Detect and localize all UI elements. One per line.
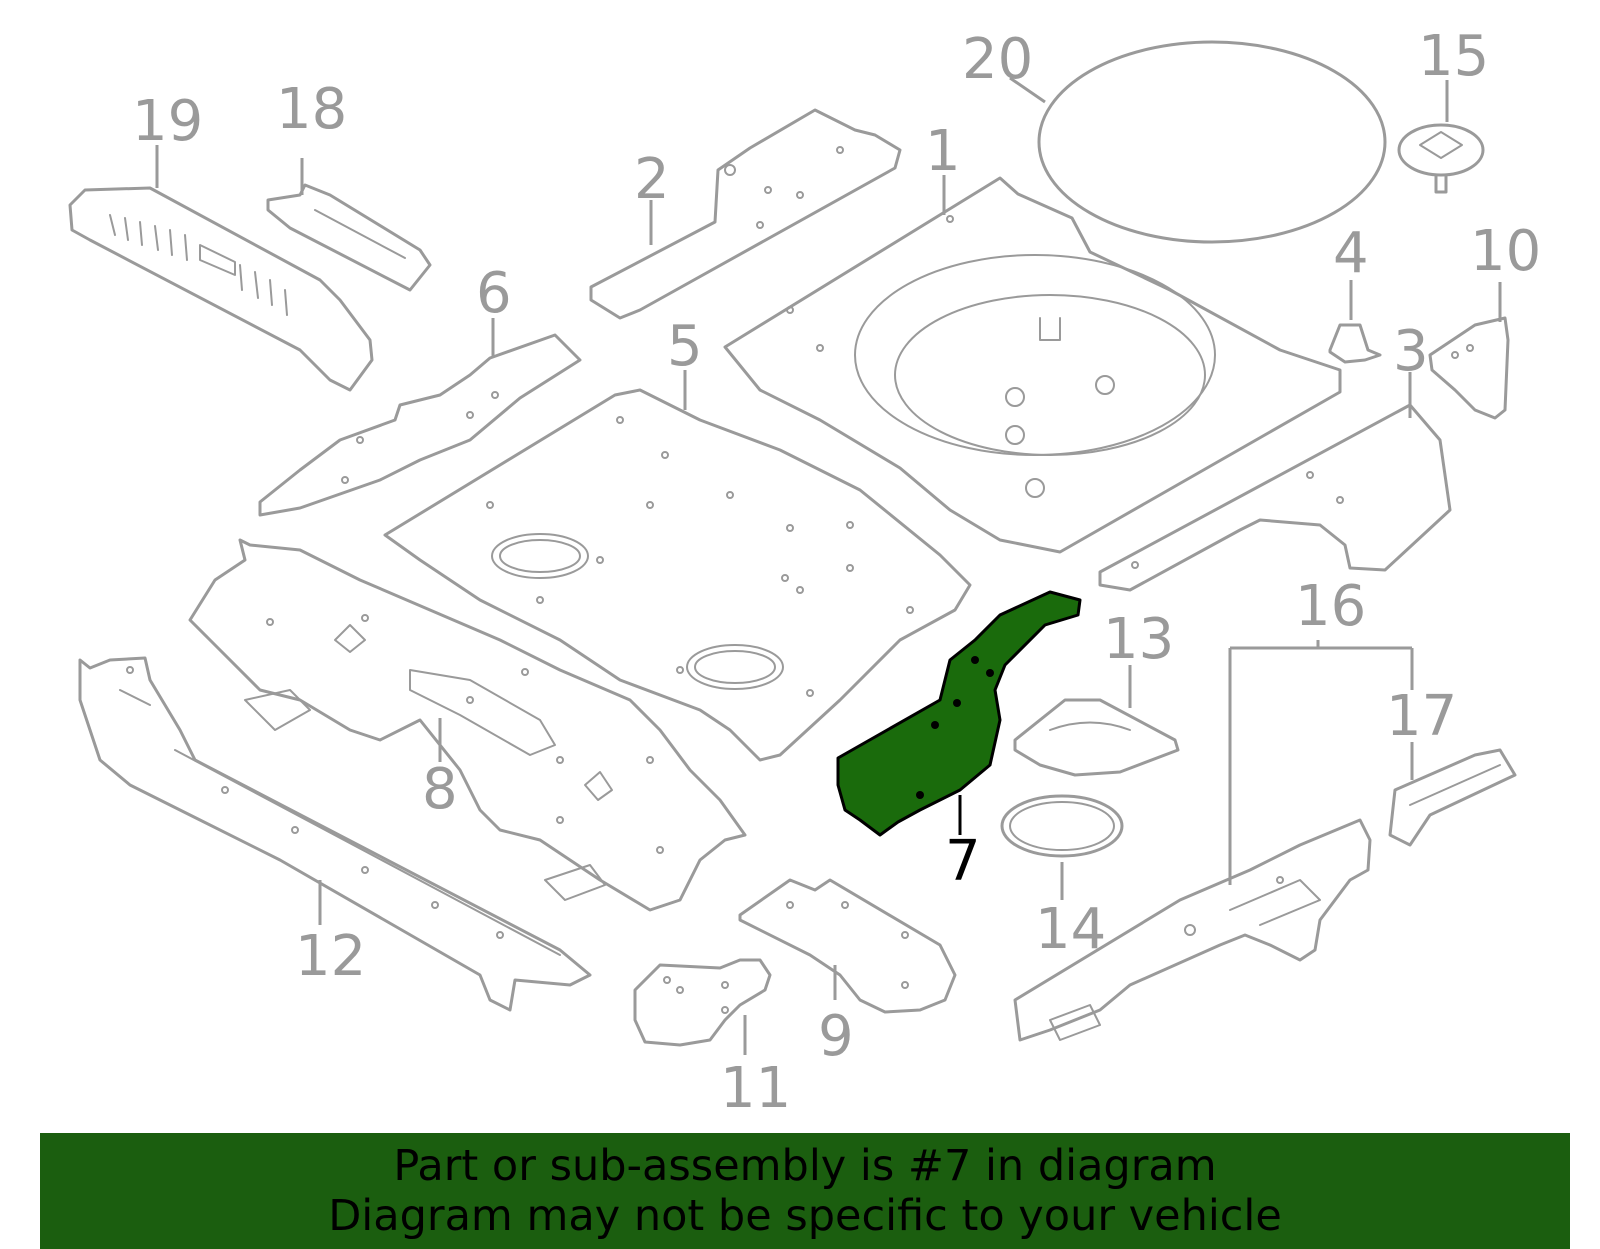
part-14-seal-ring [1000,794,1124,858]
callout-12: 12 [295,924,366,989]
part-4-clip [1328,323,1382,364]
callout-3: 3 [1393,319,1429,384]
callout-20: 20 [962,27,1033,92]
part-2-rail [589,108,902,320]
part-8-crossmember-panel [188,538,747,912]
callout-5: 5 [667,314,703,379]
banner-line-2: Diagram may not be specific to your vehi… [328,1191,1282,1241]
part-13-cover-plate [1013,698,1180,777]
info-banner: Part or sub-assembly is #7 in diagram Di… [40,1133,1570,1249]
part-17-small-rail [1388,748,1517,847]
part-18-rail [266,183,432,292]
callout-10: 10 [1470,219,1541,284]
callout-19: 19 [132,89,203,154]
callout-labels: 1 2 3 4 5 6 7 8 9 10 11 12 13 14 15 16 1… [132,24,1541,1121]
callout-2: 2 [634,147,670,212]
callout-13: 13 [1103,607,1174,672]
callout-16: 16 [1295,574,1366,639]
callout-8: 8 [422,757,458,822]
part-20-spare-tire-cover [1037,40,1387,244]
callout-17: 17 [1386,684,1457,749]
part-15-fastener [1397,123,1485,194]
banner-line-1: Part or sub-assembly is #7 in diagram [393,1141,1217,1191]
callout-6: 6 [476,261,512,326]
part-7-highlighted-panel [836,590,1082,837]
part-5-floor-panel [383,388,972,762]
part-1-rear-floor-pan [723,176,1342,554]
part-19-side-member [68,186,374,392]
part-11-bracket [633,958,772,1047]
callout-4: 4 [1333,221,1369,286]
part-3-rear-rail [1098,403,1452,592]
callout-15: 15 [1418,24,1489,89]
part-10-bracket [1428,316,1510,420]
callout-9: 9 [818,1004,854,1069]
part-6-panel [258,333,582,517]
leader-lines [155,76,1502,1055]
callout-1: 1 [925,119,961,184]
part-12-side-sill [78,656,592,1012]
callout-7: 7 [945,829,981,894]
callout-14: 14 [1035,897,1106,962]
callout-11: 11 [720,1056,791,1121]
part-16-rear-side-frame [1013,818,1372,1042]
callout-18: 18 [276,77,347,142]
part-9-bracket-plate [738,878,957,1014]
